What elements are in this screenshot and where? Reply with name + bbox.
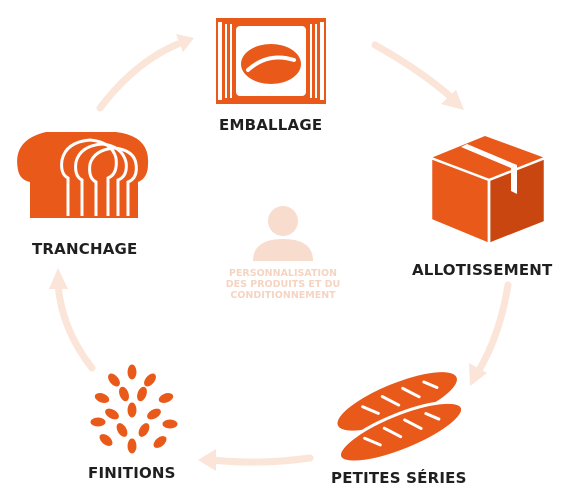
seed-shape: [153, 436, 167, 448]
seeds-icon: [90, 364, 178, 454]
seed-shape: [108, 373, 120, 387]
center-caption: PERSONNALISATION DES PRODUITS ET DU COND…: [193, 268, 373, 301]
packaged-bread-icon: [216, 18, 326, 104]
seed-shape: [144, 373, 156, 387]
baguettes-icon: [337, 372, 465, 462]
seed-shape: [94, 393, 110, 403]
label-allotissement: ALLOTISSEMENT: [412, 261, 553, 279]
seed-shape: [99, 434, 113, 446]
seed-shape: [119, 386, 129, 402]
arrow-emballage-to-allotissement: [371, 41, 456, 102]
arrow-allotissement-to-petites-series: [474, 281, 512, 376]
arrowhead-1: [441, 90, 464, 110]
seed-shape: [138, 423, 150, 437]
center-line-3: CONDITIONNEMENT: [230, 290, 336, 301]
seed-shape: [116, 423, 128, 437]
seed-shape: [90, 417, 106, 427]
seed-shape: [127, 364, 137, 380]
arrow-petites-series-to-finitions: [208, 454, 314, 466]
arrow-tranchage-to-emballage: [96, 40, 182, 112]
arrow-finitions-to-tranchage: [54, 281, 96, 372]
arrowhead-4: [49, 268, 68, 289]
seed-shape: [158, 393, 174, 403]
arrowhead-2: [469, 363, 487, 386]
center-line-1: PERSONNALISATION: [228, 268, 338, 279]
arrowhead-5: [176, 34, 194, 52]
label-emballage: EMBALLAGE: [219, 116, 323, 134]
arrowhead-3: [198, 449, 216, 471]
seed-shape: [137, 386, 147, 402]
center-line-2: DES PRODUITS ET DU: [225, 279, 341, 290]
person-icon: [253, 206, 313, 261]
seed-shape: [105, 408, 119, 420]
label-finitions: FINITIONS: [88, 464, 176, 482]
label-tranchage: TRANCHAGE: [32, 240, 138, 258]
seed-shape: [147, 408, 161, 420]
box-icon: [429, 136, 547, 246]
seed-shape: [127, 438, 137, 454]
seed-shape: [127, 402, 137, 418]
sliced-bread-icon: [17, 132, 149, 218]
seed-shape: [162, 419, 178, 429]
label-petites-series: PETITES SÉRIES: [331, 469, 467, 487]
